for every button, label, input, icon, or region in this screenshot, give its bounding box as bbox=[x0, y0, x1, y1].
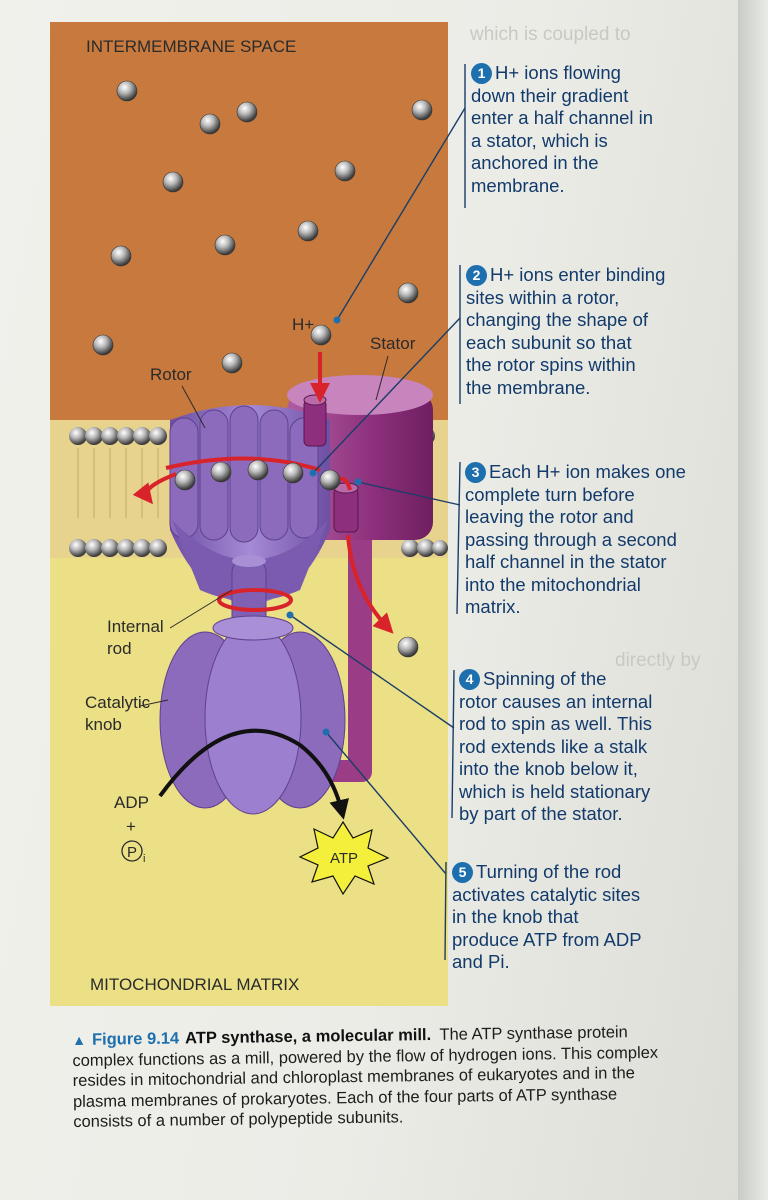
step-line: in the knob that bbox=[452, 906, 642, 929]
h-ion bbox=[117, 81, 137, 101]
step-line: H+ ions flowing bbox=[495, 62, 621, 83]
plus-label: + bbox=[126, 817, 136, 836]
h-ion bbox=[163, 172, 183, 192]
step-5-badge: 5 bbox=[452, 862, 473, 883]
bound-h-ion bbox=[320, 470, 340, 490]
step-line: sites within a rotor, bbox=[466, 287, 665, 310]
step-line: into the mitochondrial bbox=[465, 574, 686, 597]
step-line: by part of the stator. bbox=[459, 803, 652, 826]
step-line: H+ ions enter binding bbox=[490, 264, 665, 285]
mitochondrial-matrix-label: MITOCHONDRIAL MATRIX bbox=[90, 975, 299, 994]
step-line: passing through a second bbox=[465, 529, 686, 552]
figure-caption: ▲ Figure 9.14 ATP synthase, a molecular mi… bbox=[72, 1022, 673, 1133]
h-ion bbox=[237, 102, 257, 122]
figure-number: Figure 9.14 bbox=[92, 1030, 179, 1049]
step-line: half channel in the stator bbox=[465, 551, 686, 574]
catalytic-knob-label: Catalytic bbox=[85, 693, 151, 712]
h-ion bbox=[398, 283, 418, 303]
step-line: Spinning of the bbox=[483, 668, 606, 689]
step-line: activates catalytic sites bbox=[452, 884, 642, 907]
step-line: down their gradient bbox=[471, 85, 653, 108]
adp-label: ADP bbox=[114, 793, 149, 812]
bound-h-ion bbox=[283, 463, 303, 483]
bound-h-ion bbox=[211, 462, 231, 482]
step-line: Turning of the rod bbox=[476, 861, 621, 882]
step-line: into the knob below it, bbox=[459, 758, 652, 781]
intermembrane-space-label: INTERMEMBRANE SPACE bbox=[86, 37, 296, 56]
h-ion bbox=[93, 335, 113, 355]
h-ion bbox=[111, 246, 131, 266]
step-line: matrix. bbox=[465, 596, 686, 619]
caption-triangle-icon: ▲ bbox=[72, 1032, 86, 1048]
catalytic-knob-label: knob bbox=[85, 715, 122, 734]
step-line: Each H+ ion makes one bbox=[489, 461, 686, 482]
rotor-label: Rotor bbox=[150, 365, 192, 384]
bound-h-ion bbox=[175, 470, 195, 490]
step-line: produce ATP from ADP bbox=[452, 929, 642, 952]
pi-subscript: i bbox=[143, 853, 145, 865]
h-plus-label: H+ bbox=[292, 315, 314, 334]
step-line: rod to spin as well. This bbox=[459, 713, 652, 736]
intermembrane-space-region bbox=[50, 22, 448, 420]
h-ion bbox=[335, 161, 355, 181]
step-line: anchored in the bbox=[471, 152, 653, 175]
internal-rod-label: Internal bbox=[107, 617, 164, 636]
step-line: which is held stationary bbox=[459, 781, 652, 804]
pi-label: P bbox=[127, 844, 137, 861]
figure-title: ATP synthase, a molecular mill. bbox=[185, 1026, 431, 1047]
h-ion bbox=[298, 221, 318, 241]
h-ion bbox=[222, 353, 242, 373]
step-1-badge: 1 bbox=[471, 63, 492, 84]
internal-rod-label: rod bbox=[107, 639, 132, 658]
step-line: changing the shape of bbox=[466, 309, 665, 332]
step-3-badge: 3 bbox=[465, 462, 486, 483]
step-4-badge: 4 bbox=[459, 669, 480, 690]
step-line: leaving the rotor and bbox=[465, 506, 686, 529]
step-line: membrane. bbox=[471, 175, 653, 198]
bound-h-ion bbox=[248, 460, 268, 480]
h-ion bbox=[200, 114, 220, 134]
stator-label: Stator bbox=[370, 334, 416, 353]
step-line: enter a half channel in bbox=[471, 107, 653, 130]
step-line: the membrane. bbox=[466, 377, 665, 400]
atp-label: ATP bbox=[330, 850, 358, 867]
catalytic-knob bbox=[160, 616, 345, 814]
step-line: rod extends like a stalk bbox=[459, 736, 652, 759]
step-line: and Pi. bbox=[452, 951, 642, 974]
step-line: rotor causes an internal bbox=[459, 691, 652, 714]
step-2-badge: 2 bbox=[466, 265, 487, 286]
h-ion bbox=[215, 235, 235, 255]
exiting-h-ion bbox=[398, 637, 418, 657]
h-ion bbox=[412, 100, 432, 120]
step-line: a stator, which is bbox=[471, 130, 653, 153]
step-line: complete turn before bbox=[465, 484, 686, 507]
step-line: the rotor spins within bbox=[466, 354, 665, 377]
step-line: each subunit so that bbox=[466, 332, 665, 355]
